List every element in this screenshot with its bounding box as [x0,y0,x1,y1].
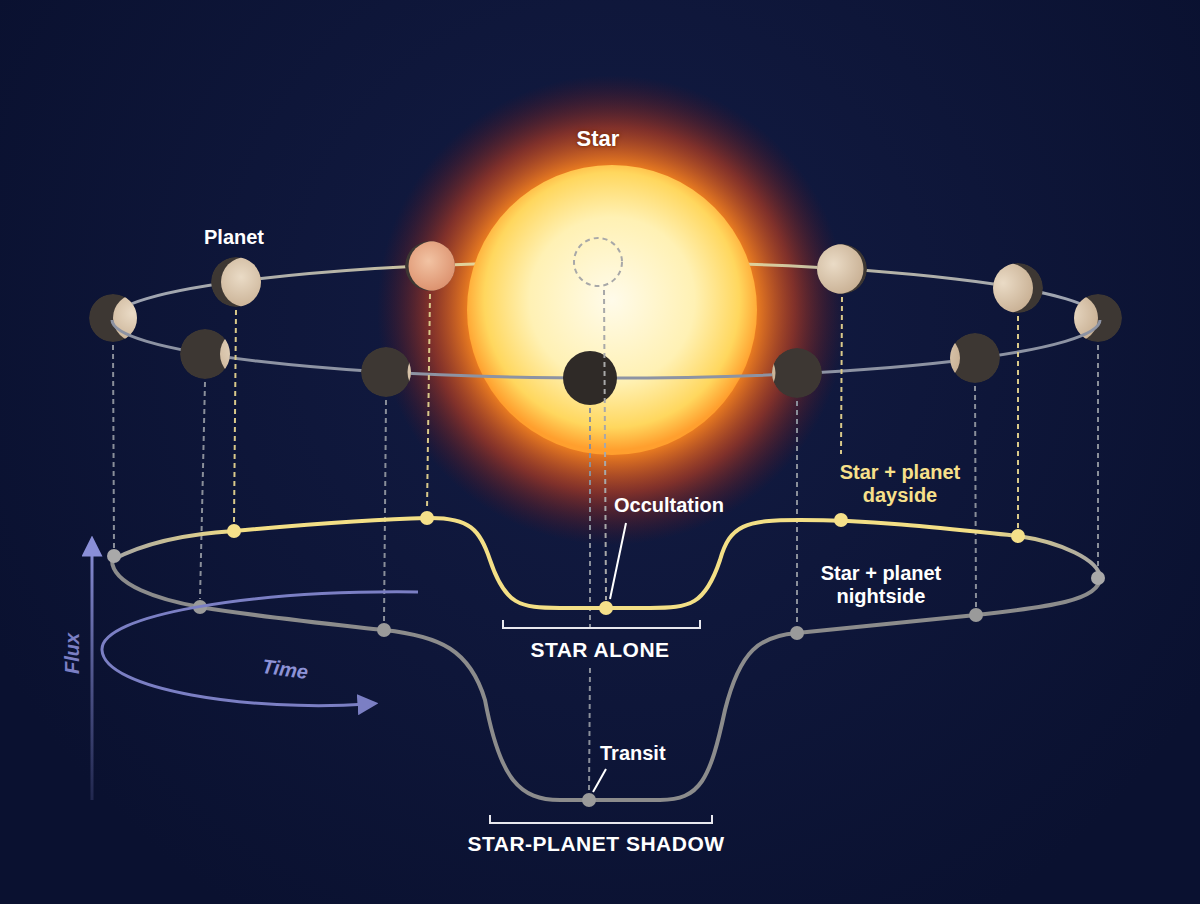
nightside-curve [112,560,1100,800]
hidden-planet [574,238,622,286]
label-text: Star + planet nightside [821,562,942,607]
transit-label: Transit [600,742,720,765]
planet-front [180,329,1000,405]
bracket [490,815,712,823]
nightside-label: Star + planet nightside [805,562,957,608]
label-text: STAR-PLANET SHADOW [467,832,724,855]
occultation-label: Occultation [614,494,774,517]
star-disc [467,165,757,455]
curve-dots [107,511,1105,807]
leader-line [610,523,626,599]
label-text: STAR ALONE [530,638,669,661]
axis-label: Flux [61,624,84,684]
label-text: Star [577,126,620,151]
drop-lines [113,290,1098,792]
label-text: Transit [600,742,666,764]
dayside-curve [112,518,1100,608]
label-text: Planet [204,226,264,248]
planet-label: Planet [184,226,284,249]
time-axis [102,592,418,706]
bracket [503,620,700,628]
label-text: Occultation [614,494,724,516]
leader-line [593,769,606,792]
bracket-label: STAR-PLANET SHADOW [426,832,766,856]
dayside-label: Star + planet dayside [830,461,970,507]
flux-axis [91,546,94,800]
bracket-label: STAR ALONE [480,638,720,662]
label-text: Star + planet dayside [840,461,961,506]
star-glow [377,75,847,545]
star-label: Star [548,126,648,151]
label-text: Flux [61,633,83,674]
